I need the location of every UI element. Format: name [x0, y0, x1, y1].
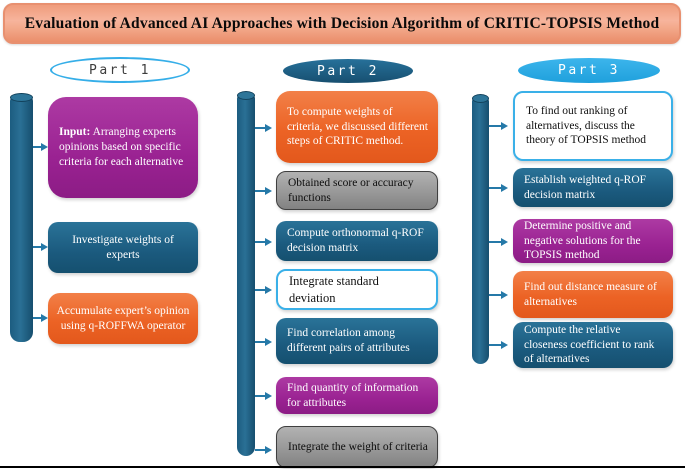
- flow-arrow-icon: [489, 238, 508, 246]
- flow-arrow-icon: [33, 143, 48, 151]
- figure-title: Evaluation of Advanced AI Approaches wit…: [24, 14, 660, 32]
- step-text: Find quantity of information for attribu…: [287, 381, 419, 409]
- cylinder-cap: [237, 91, 255, 100]
- cylinder-cap: [472, 94, 489, 103]
- part-2-timeline-bar: [237, 91, 255, 456]
- step-box: Investigate weights of experts: [48, 222, 198, 273]
- part-2-label-text: Part 2: [317, 63, 379, 79]
- part-2-label: Part 2: [283, 59, 413, 83]
- part-3-label: Part 3: [518, 58, 660, 83]
- step-box: Find quantity of information for attribu…: [276, 377, 438, 414]
- step-body: Arranging experts opinions based on spec…: [59, 126, 184, 168]
- step-box: Obtained score or accuracy functions: [276, 171, 438, 210]
- step-text: Find out distance measure of alternative…: [524, 280, 657, 308]
- step-box: Establish weighted q-ROF decision matrix: [513, 168, 673, 207]
- flow-arrow-icon: [33, 243, 48, 251]
- step-box-input: Input: Arranging experts opinions based …: [48, 97, 198, 198]
- flow-arrow-icon: [489, 341, 508, 349]
- part-1-timeline-bar: [10, 93, 33, 342]
- step-text: Compute orthonormal q-ROF decision matri…: [287, 227, 424, 254]
- step-text: Obtained score or accuracy functions: [288, 176, 414, 204]
- step-text: Accumulate expert’s opinion using q-ROFF…: [56, 304, 190, 332]
- flow-arrow-icon: [33, 314, 48, 322]
- step-text: Investigate weights of experts: [72, 233, 174, 261]
- step-box: Find correlation among different pairs o…: [276, 318, 438, 364]
- flow-arrow-icon: [255, 187, 272, 195]
- step-box: Compute the relative closeness coefficie…: [513, 322, 673, 368]
- flow-arrow-icon: [489, 122, 508, 130]
- step-text: Determine positive and negative solution…: [524, 219, 641, 262]
- flow-arrow-icon: [255, 392, 272, 400]
- step-box: To find out ranking of alternatives, dis…: [513, 91, 673, 161]
- step-box: Compute orthonormal q-ROF decision matri…: [276, 221, 438, 261]
- part-3-label-text: Part 3: [558, 63, 620, 78]
- step-box: Determine positive and negative solution…: [513, 219, 673, 263]
- flow-arrow-icon: [255, 338, 272, 346]
- flow-arrow-icon: [489, 291, 508, 299]
- step-text: Find correlation among different pairs o…: [287, 327, 410, 354]
- part-3-timeline-bar: [472, 94, 489, 364]
- step-text: Integrate the weight of criteria: [288, 440, 428, 453]
- step-box: To compute weights of criteria, we discu…: [276, 91, 438, 163]
- step-box: Integrate standard deviation: [276, 269, 438, 310]
- flow-arrow-icon: [255, 446, 272, 454]
- part-1-label: Part 1: [50, 57, 190, 83]
- step-text: To compute weights of criteria, we discu…: [287, 105, 428, 148]
- figure-title-banner: Evaluation of Advanced AI Approaches wit…: [3, 3, 681, 44]
- step-box: Find out distance measure of alternative…: [513, 271, 673, 318]
- flow-arrow-icon: [255, 238, 272, 246]
- flow-arrow-icon: [255, 286, 272, 294]
- step-text: Establish weighted q-ROF decision matrix: [524, 173, 647, 201]
- step-text: Input: Arranging experts opinions based …: [59, 125, 190, 170]
- step-text: Integrate standard deviation: [289, 274, 379, 305]
- step-box: Accumulate expert’s opinion using q-ROFF…: [48, 293, 198, 344]
- step-text: To find out ranking of alternatives, dis…: [526, 104, 647, 147]
- step-lead: Input:: [59, 126, 91, 139]
- figure-bottom-rule: [0, 466, 685, 468]
- cylinder-cap: [10, 93, 33, 102]
- step-box: Integrate the weight of criteria: [276, 426, 438, 468]
- flow-arrow-icon: [255, 124, 272, 132]
- part-1-label-text: Part 1: [89, 62, 151, 78]
- flow-arrow-icon: [489, 184, 508, 192]
- step-text: Compute the relative closeness coefficie…: [524, 323, 655, 366]
